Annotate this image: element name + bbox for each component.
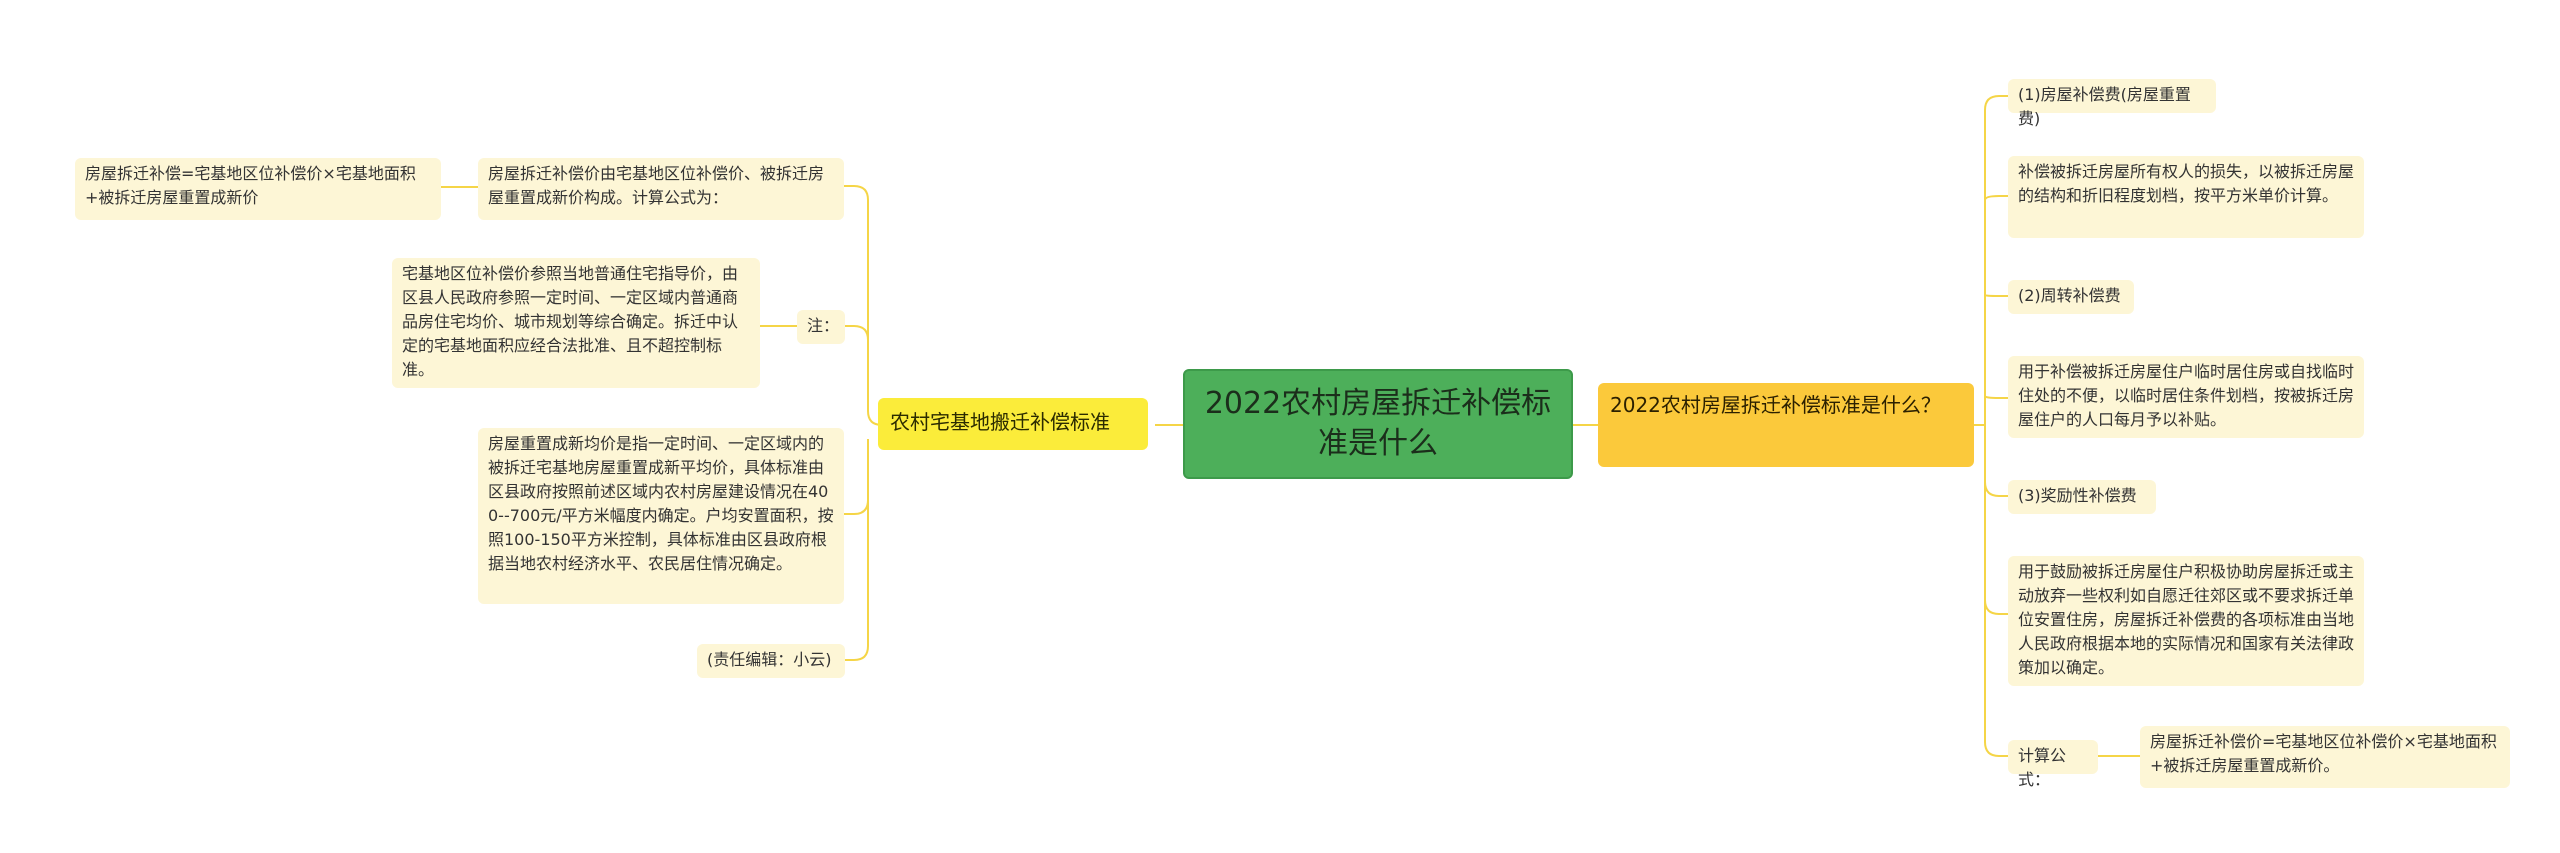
connector-left-4 [844, 439, 869, 661]
central-topic-label: 2022农村房屋拆迁补偿标准是什么 [1204, 386, 1552, 461]
connector-right-3 [1984, 294, 2008, 297]
right-item-reward-compensation[interactable]: (3)奖励性补偿费 [2008, 480, 2156, 514]
right-item-house-compensation-detail[interactable]: 补偿被拆迁房屋所有权人的损失，以被拆迁房屋的结构和折旧程度划档，按平方米单价计算… [2008, 156, 2364, 238]
left-item-note-label[interactable]: 注： [797, 310, 845, 344]
branch-left-label: 农村宅基地搬迁补偿标准 [890, 410, 1110, 434]
branch-right-label: 2022农村房屋拆迁补偿标准是什么？ [1610, 393, 1941, 417]
right-item-house-compensation[interactable]: (1)房屋补偿费(房屋重置费) [2008, 79, 2216, 128]
left-item-reset-price[interactable]: 房屋重置成新均价是指一定时间、一定区域内的被拆迁宅基地房屋重置成新平均价，具体标… [478, 428, 844, 604]
left-item-composition[interactable]: 房屋拆迁补偿价由宅基地区位补偿价、被拆迁房屋重置成新价构成。计算公式为： [478, 158, 844, 220]
central-topic[interactable]: 2022农村房屋拆迁补偿标准是什么 [1183, 369, 1573, 479]
branch-left[interactable]: 农村宅基地搬迁补偿标准 [878, 398, 1148, 450]
left-item-note-detail[interactable]: 宅基地区位补偿价参照当地普通住宅指导价，由区县人民政府参照一定时间、一定区域内普… [392, 258, 760, 388]
right-item-reward-detail[interactable]: 用于鼓励被拆迁房屋住户积极协助房屋拆迁或主动放弃一些权利如自愿迁往郊区或不要求拆… [2008, 556, 2364, 686]
connector-right-6 [1984, 425, 2008, 615]
right-item-turnover-detail[interactable]: 用于补偿被拆迁房屋住户临时居住房或自找临时住处的不便，以临时居住条件划档，按被拆… [2008, 356, 2364, 438]
branch-right[interactable]: 2022农村房屋拆迁补偿标准是什么？ [1598, 383, 1974, 467]
left-item-formula[interactable]: 房屋拆迁补偿=宅基地区位补偿价×宅基地面积+被拆迁房屋重置成新价 [75, 158, 441, 220]
connector-right-4 [1984, 395, 2008, 399]
right-item-turnover-compensation[interactable]: (2)周转补偿费 [2008, 280, 2134, 314]
connector-right-1 [1984, 95, 2008, 425]
connector-right-7 [1984, 425, 2008, 757]
connector-left-2 [844, 325, 869, 411]
connector-right-5 [1984, 425, 2008, 497]
right-item-formula-label[interactable]: 计算公式： [2008, 740, 2098, 789]
right-item-formula-detail[interactable]: 房屋拆迁补偿价=宅基地区位补偿价×宅基地面积+被拆迁房屋重置成新价。 [2140, 726, 2510, 788]
connector-right-2 [1984, 195, 2008, 201]
left-item-editor[interactable]: (责任编辑：小云) [697, 644, 845, 678]
connector-left-3 [844, 439, 869, 515]
connector-left-1 [844, 185, 883, 426]
